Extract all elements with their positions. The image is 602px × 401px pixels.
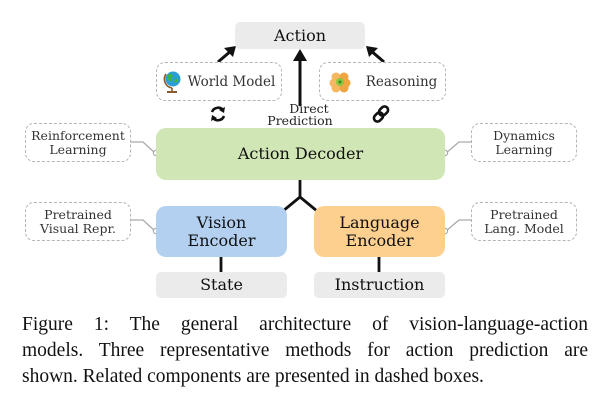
brain-icon bbox=[328, 70, 352, 94]
action-label: Action bbox=[274, 25, 326, 45]
state-input-box: State bbox=[156, 272, 287, 298]
vision-encoder-line2: Encoder bbox=[187, 230, 256, 250]
pretrained-lang-model-box: Pretrained Lang. Model bbox=[471, 202, 577, 241]
direct-prediction-label: Direct Prediction bbox=[255, 101, 345, 128]
action-decoder-label: Action Decoder bbox=[237, 144, 364, 163]
reinforcement-line1: Reinforcement bbox=[31, 127, 125, 143]
language-encoder-line1: Language bbox=[339, 212, 420, 232]
dynamics-line1: Dynamics bbox=[493, 127, 555, 143]
reinforcement-line2: Learning bbox=[49, 141, 107, 157]
arrowhead-center bbox=[293, 49, 307, 61]
world-model-label: World Model bbox=[187, 73, 276, 90]
language-encoder-line2: Encoder bbox=[345, 230, 414, 250]
action-output-box: Action bbox=[235, 22, 365, 49]
caption-line2: models. Three representative methods for… bbox=[22, 340, 588, 361]
refresh-cycle-icon bbox=[208, 104, 228, 124]
world-model-box: World Model bbox=[156, 62, 282, 101]
lang-model-line2: Lang. Model bbox=[484, 220, 564, 236]
visual-repr-line2: Visual Repr. bbox=[39, 220, 117, 236]
arrowhead-right bbox=[366, 46, 378, 57]
state-label: State bbox=[200, 275, 243, 294]
vision-encoder-box: Vision Encoder bbox=[156, 206, 287, 257]
dynamics-learning-box: Dynamics Learning bbox=[471, 123, 577, 162]
figure-caption: Figure 1: The general architecture of vi… bbox=[22, 312, 588, 390]
vision-encoder-line1: Vision bbox=[196, 212, 247, 232]
dynamics-line2: Learning bbox=[495, 141, 553, 157]
instruction-input-box: Instruction bbox=[314, 272, 445, 298]
pretrained-visual-repr-box: Pretrained Visual Repr. bbox=[25, 202, 131, 241]
callout-lang-model bbox=[445, 219, 472, 232]
direct-label-line1: Direct bbox=[289, 101, 329, 116]
direct-label-line2: Prediction bbox=[267, 113, 333, 128]
reasoning-box: Reasoning bbox=[319, 62, 446, 101]
visual-repr-line1: Pretrained bbox=[44, 206, 112, 222]
connector-to-language bbox=[299, 195, 318, 213]
callout-reinforcement bbox=[130, 141, 156, 154]
lang-model-line1: Pretrained bbox=[490, 206, 558, 222]
reinforcement-learning-box: Reinforcement Learning bbox=[25, 123, 131, 162]
arrowhead-left bbox=[224, 46, 236, 57]
chain-link-icon bbox=[371, 104, 391, 124]
globe-icon bbox=[163, 70, 183, 94]
language-encoder-box: Language Encoder bbox=[314, 206, 445, 257]
connector-to-vision bbox=[282, 195, 301, 213]
action-decoder-box: Action Decoder bbox=[156, 128, 445, 180]
callout-visual-repr bbox=[130, 219, 156, 232]
caption-line3: shown. Related components are presented … bbox=[22, 366, 484, 387]
caption-line1: Figure 1: The general architecture of vi… bbox=[22, 314, 588, 335]
callout-dynamics bbox=[445, 141, 472, 154]
instruction-label: Instruction bbox=[334, 275, 425, 294]
reasoning-label: Reasoning bbox=[365, 73, 438, 90]
